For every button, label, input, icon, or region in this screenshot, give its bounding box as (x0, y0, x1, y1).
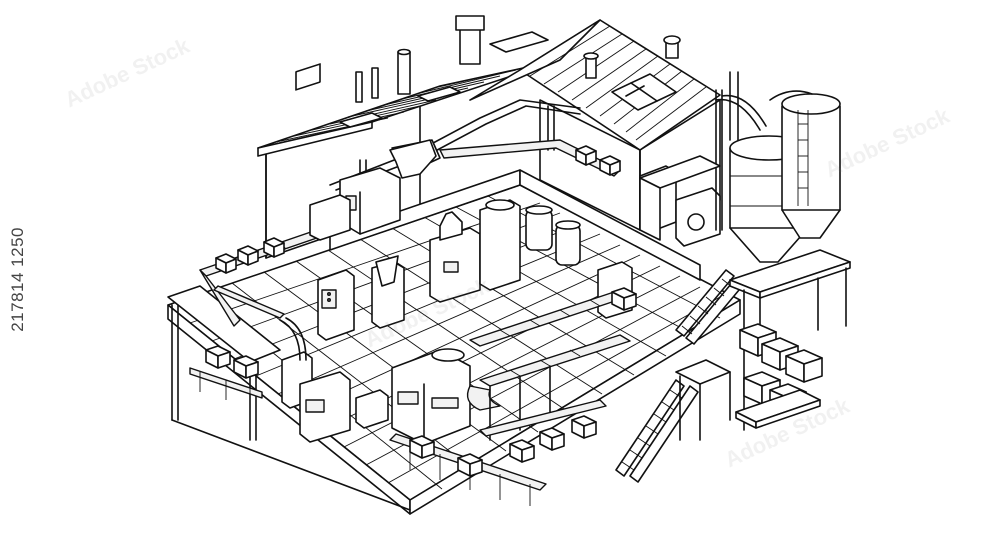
right-shed (639, 155, 721, 241)
pallet-stacks (735, 323, 823, 429)
silo-platform (729, 249, 851, 431)
stock-id-text: 217814 1250 (8, 226, 27, 332)
right-roof (469, 19, 721, 151)
stock-id-label: 217814 1250 (6, 0, 30, 558)
production-machines (279, 139, 721, 445)
silo-right (729, 71, 841, 239)
cardboard-boxes (205, 145, 637, 477)
staircases (615, 269, 745, 483)
main-conveyor (466, 289, 631, 441)
left-roof (257, 15, 561, 157)
